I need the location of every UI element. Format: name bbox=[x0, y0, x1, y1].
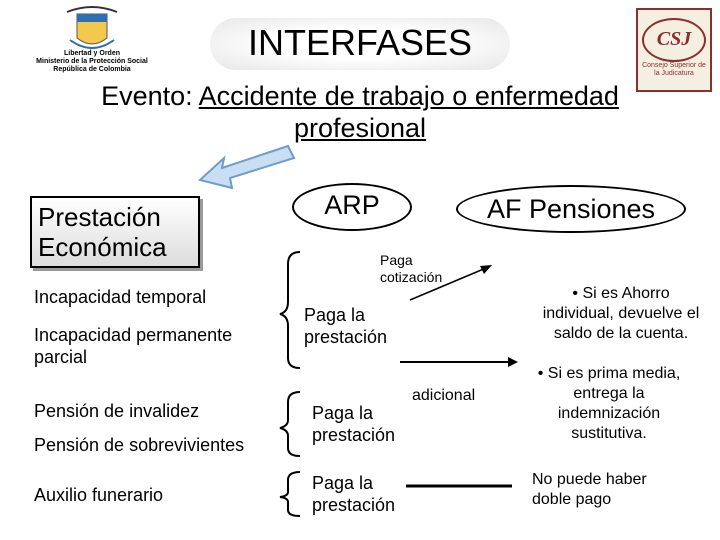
paga-prestacion-3-line-1: Paga la bbox=[312, 473, 374, 493]
subtitle-underlined-1: Accidente de trabajo o enfermedad bbox=[198, 81, 619, 111]
prestacion-line-1: Prestación bbox=[38, 202, 161, 232]
auxilio-funerario: Auxilio funerario bbox=[34, 485, 164, 505]
arrow-cotizacion-head bbox=[480, 265, 492, 274]
bracket-2 bbox=[279, 391, 301, 457]
ministry-line-3: República de Colombia bbox=[53, 66, 131, 73]
af-pensiones-oval: AF Pensiones bbox=[456, 185, 686, 233]
incapacidad-temporal: Incapacidad temporal bbox=[34, 287, 207, 307]
doble-pago-line-2: doble pago bbox=[532, 491, 612, 508]
adicional-label: adicional bbox=[412, 387, 476, 404]
ahorro-note: • Si es Ahorro individual, devuelve el s… bbox=[524, 284, 718, 344]
csj-logo: CSJ Consejo Superior de la Judicatura bbox=[636, 8, 712, 92]
csj-logo-text: CSJ bbox=[656, 28, 692, 50]
ahorro-note-line-2: individual, devuelve el bbox=[542, 305, 700, 322]
ministry-logo: Libertad y Orden Ministerio de la Protec… bbox=[22, 6, 162, 86]
paga-prestacion-1-line-1: Paga la bbox=[304, 305, 366, 325]
adicional-arrow-head bbox=[508, 357, 518, 367]
incapacidad-permanente-line-1: Incapacidad permanente bbox=[34, 325, 233, 345]
prima-note-line-3: indemnización bbox=[557, 405, 661, 422]
arp-oval: ARP bbox=[292, 183, 412, 231]
ahorro-note-line-3: saldo de la cuenta. bbox=[553, 325, 689, 342]
ministry-line-2: Ministerio de la Protección Social bbox=[36, 58, 148, 65]
ahorro-note-line-1: • Si es Ahorro bbox=[572, 285, 670, 302]
page-subtitle: Evento: Accidente de trabajo o enfermeda… bbox=[40, 80, 680, 144]
paga-cotizacion-line-2: cotización bbox=[380, 269, 443, 285]
incapacidad-permanente: Incapacidad permanente parcial bbox=[34, 324, 232, 368]
prima-note: • Si es prima media, entrega la indemniz… bbox=[524, 364, 694, 444]
doble-pago-line-1: No puede haber bbox=[532, 471, 647, 488]
paga-prestacion-2-line-2: prestación bbox=[312, 425, 396, 445]
prima-note-line-4: sustitutiva. bbox=[571, 425, 647, 442]
doble-pago-note: No puede haber doble pago bbox=[532, 470, 647, 510]
prima-note-line-2: entrega la bbox=[573, 385, 645, 402]
paga-cotizacion-line-1: Paga bbox=[380, 252, 413, 268]
paga-prestacion-1-line-2: prestación bbox=[304, 327, 388, 347]
page-title: INTERFASES bbox=[247, 22, 473, 63]
paga-prestacion-2: Paga la prestación bbox=[312, 402, 395, 446]
paga-prestacion-3: Paga la prestación bbox=[312, 472, 395, 516]
bracket-1 bbox=[279, 251, 301, 369]
csj-logo-sub: Consejo Superior de la Judicatura bbox=[642, 62, 706, 77]
pension-sobrevivientes: Pensión de sobrevivientes bbox=[34, 435, 245, 455]
prestacion-line-2: Económica bbox=[38, 232, 167, 262]
subtitle-underlined-2: profesional bbox=[293, 113, 427, 143]
subtitle-prefix: Evento: bbox=[101, 81, 199, 111]
bracket-3 bbox=[279, 471, 301, 517]
paga-prestacion-3-line-2: prestación bbox=[312, 495, 396, 515]
pension-invalidez: Pensión de invalidez bbox=[34, 401, 200, 421]
ministry-line-1: Libertad y Orden bbox=[63, 50, 120, 57]
coat-of-arms-icon bbox=[66, 6, 118, 49]
prestacion-economica-box: Prestación Económica bbox=[30, 196, 200, 268]
paga-prestacion-1: Paga la prestación bbox=[304, 304, 387, 348]
paga-cotizacion-label: Paga cotización bbox=[380, 252, 442, 286]
incapacidad-permanente-line-2: parcial bbox=[34, 347, 88, 367]
prima-note-line-1: • Si es prima media, bbox=[537, 365, 681, 382]
title-background bbox=[210, 18, 510, 70]
blue-arrow-icon bbox=[197, 144, 296, 190]
arrow-cotizacion-line bbox=[409, 267, 487, 301]
paga-prestacion-2-line-1: Paga la bbox=[312, 403, 374, 423]
